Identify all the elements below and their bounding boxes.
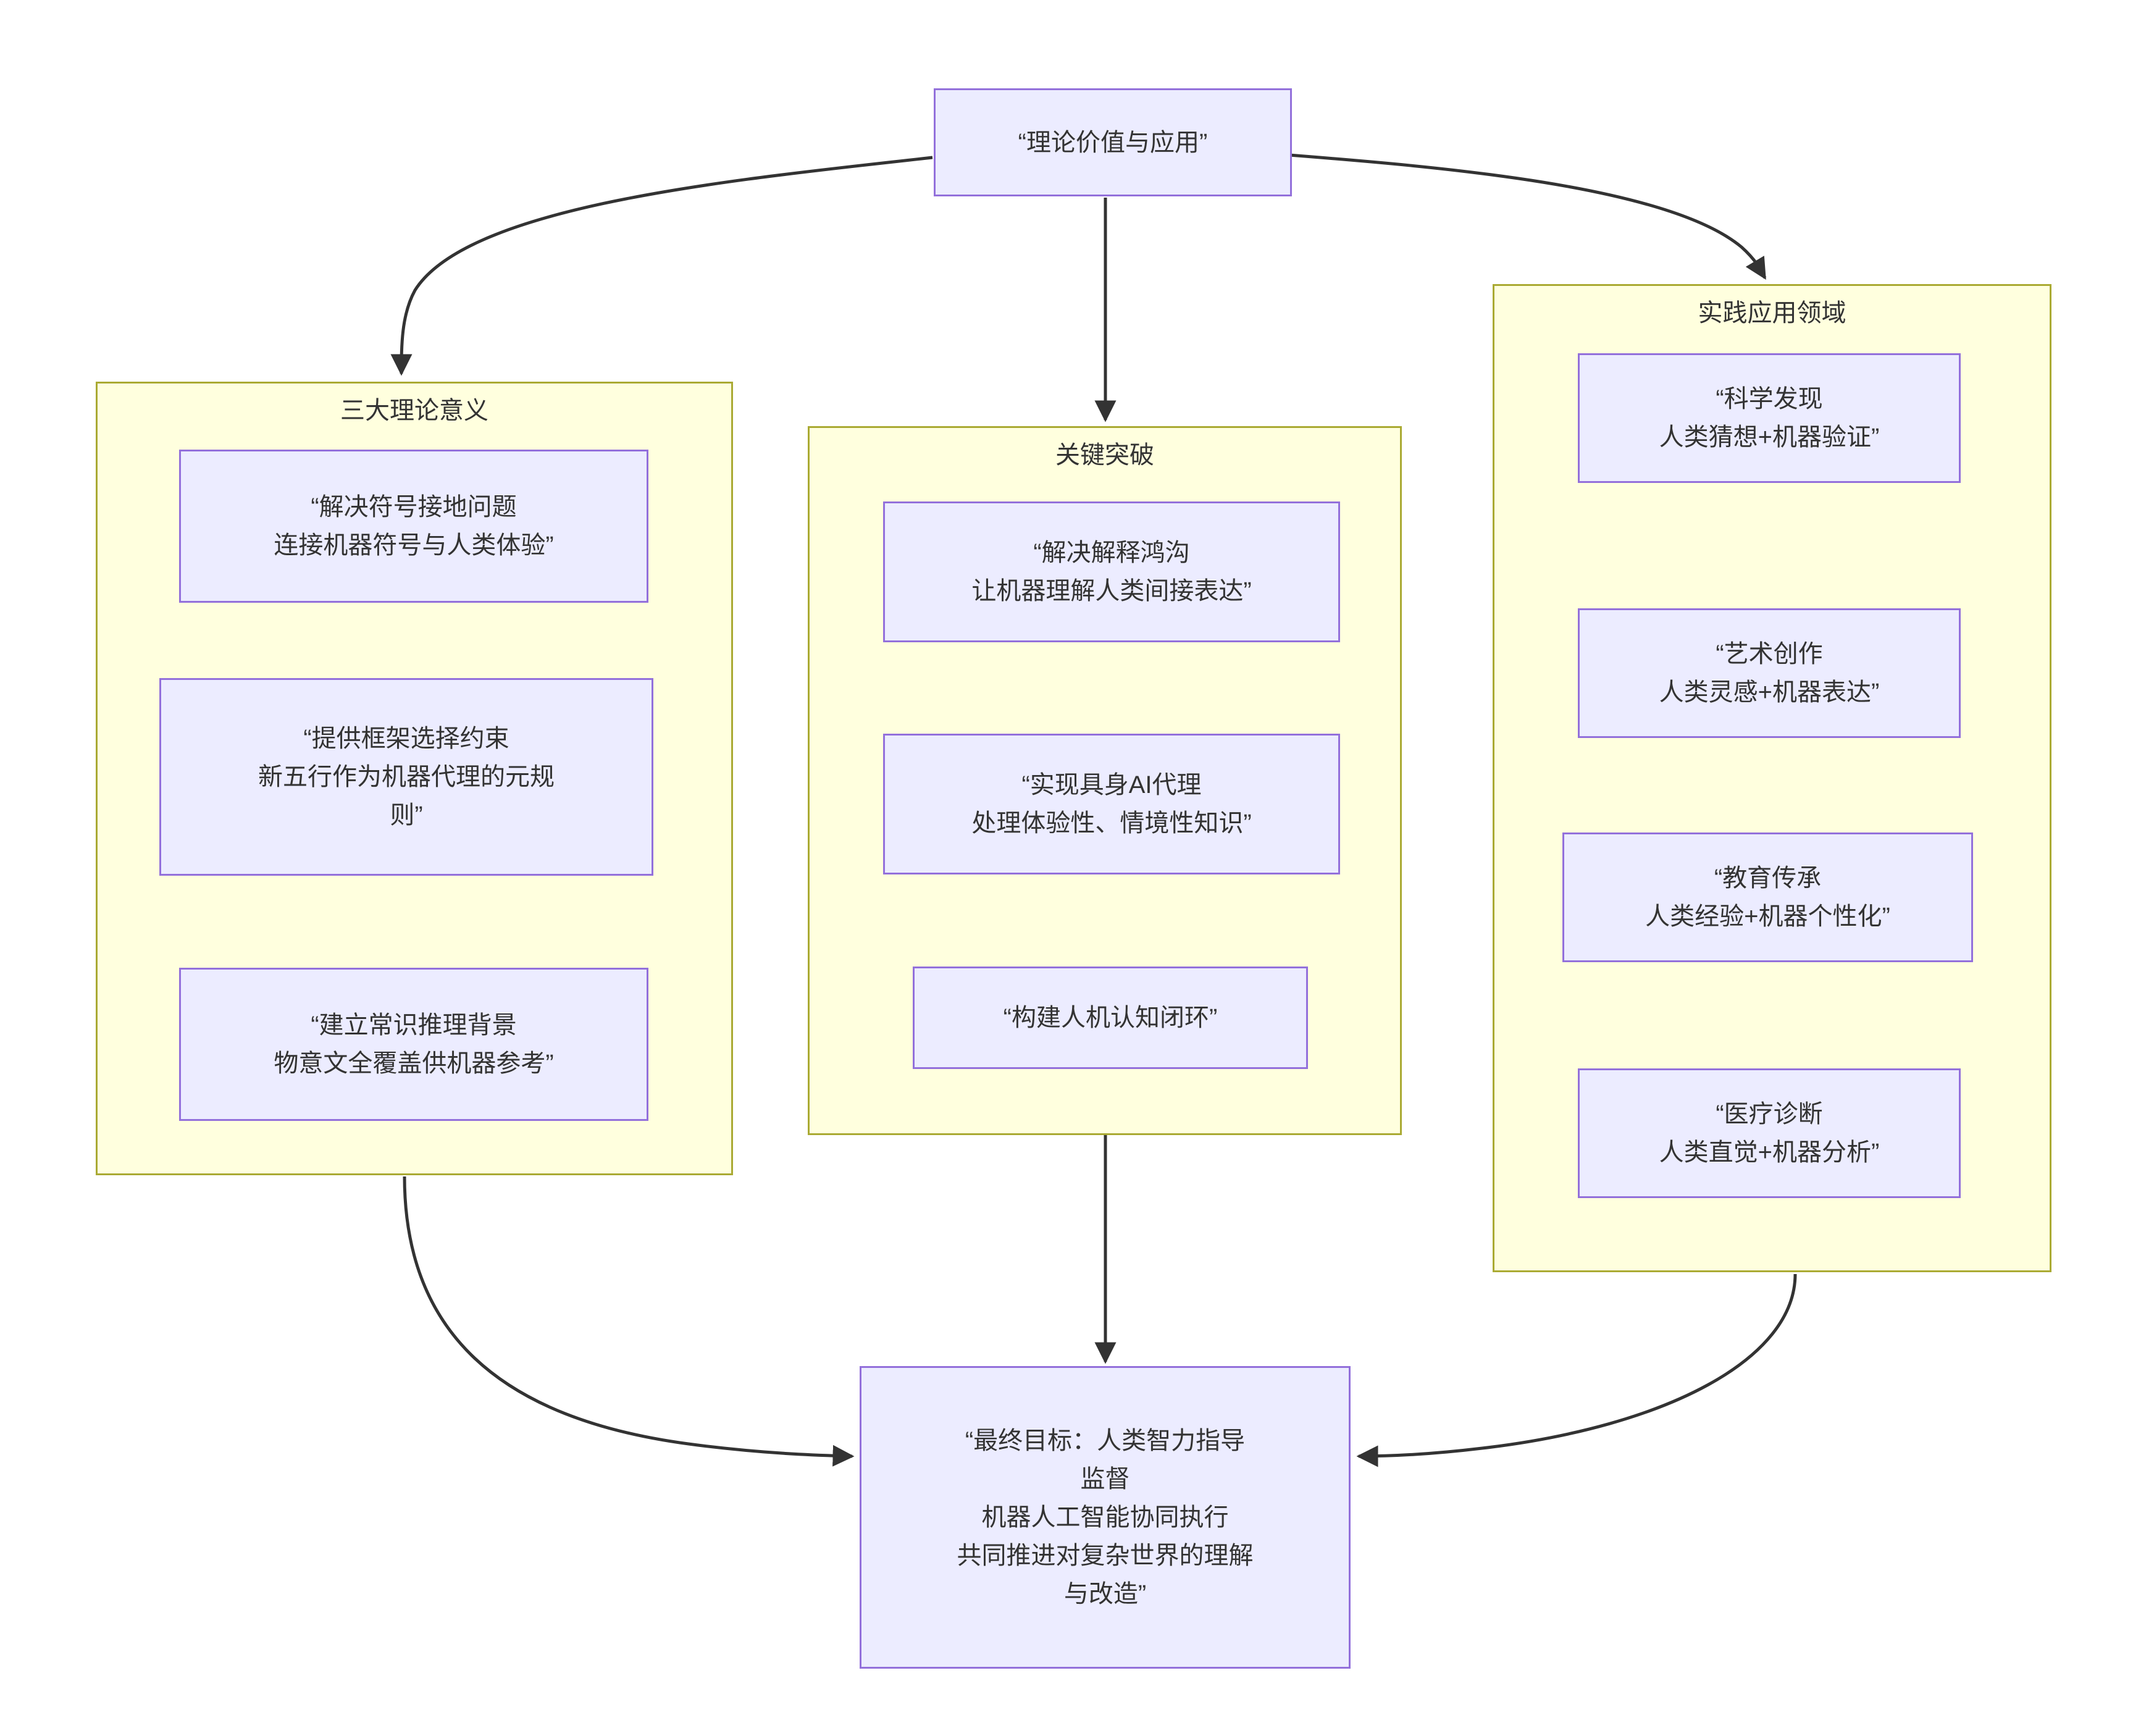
cluster-theory-title: 三大理论意义 <box>340 397 488 424</box>
node-app-2[interactable]: “艺术创作 人类灵感+机器表达” <box>1578 608 1961 738</box>
node-app-1[interactable]: “科学发现 人类猜想+机器验证” <box>1578 353 1961 483</box>
node-theory-1[interactable]: “解决符号接地问题 连接机器符号与人类体验” <box>179 450 648 603</box>
node-app-3-text: “教育传承 人类经验+机器个性化” <box>1645 865 1890 930</box>
node-root[interactable]: “理论价值与应用” <box>934 88 1292 196</box>
node-break-2[interactable]: “实现具身AI代理 处理体验性、情境性知识” <box>883 734 1340 874</box>
node-theory-2[interactable]: “提供框架选择约束 新五行作为机器代理的元规 则” <box>159 678 653 876</box>
node-app-4-text: “医疗诊断 人类直觉+机器分析” <box>1659 1101 1880 1166</box>
node-break-1-text: “解决解释鸿沟 让机器理解人类间接表达” <box>971 539 1252 605</box>
node-app-2-text: “艺术创作 人类灵感+机器表达” <box>1659 640 1880 706</box>
node-theory-1-text: “解决符号接地问题 连接机器符号与人类体验” <box>274 493 554 559</box>
cluster-application-title: 实践应用领域 <box>1698 300 1846 327</box>
node-break-3-text: “构建人机认知闭环” <box>1003 1004 1218 1031</box>
node-goal[interactable]: “最终目标：人类智力指导 监督 机器人工智能协同执行 共同推进对复杂世界的理解 … <box>860 1366 1351 1669</box>
node-root-label: “理论价值与应用” <box>1018 128 1208 156</box>
node-app-3[interactable]: “教育传承 人类经验+机器个性化” <box>1562 832 1973 962</box>
node-app-1-text: “科学发现 人类猜想+机器验证” <box>1659 385 1880 451</box>
edge-root-to-theory <box>390 156 933 376</box>
node-break-1[interactable]: “解决解释鸿沟 让机器理解人类间接表达” <box>883 501 1340 642</box>
node-app-4[interactable]: “医疗诊断 人类直觉+机器分析” <box>1578 1068 1961 1198</box>
node-theory-3[interactable]: “建立常识推理背景 物意文全覆盖供机器参考” <box>179 968 648 1121</box>
cluster-breakthrough-title: 关键突破 <box>1055 442 1154 469</box>
node-goal-text: “最终目标：人类智力指导 监督 机器人工智能协同执行 共同推进对复杂世界的理解 … <box>957 1427 1254 1608</box>
node-theory-2-text: “提供框架选择约束 新五行作为机器代理的元规 则” <box>258 725 555 829</box>
edge-theory-to-goal <box>403 1176 855 1467</box>
edge-root-to-application <box>1281 153 1767 280</box>
node-break-2-text: “实现具身AI代理 处理体验性、情境性知识” <box>971 771 1252 837</box>
edge-application-to-goal <box>1356 1273 1797 1467</box>
node-theory-3-text: “建立常识推理背景 物意文全覆盖供机器参考” <box>274 1012 554 1077</box>
node-break-3[interactable]: “构建人机认知闭环” <box>913 967 1308 1069</box>
